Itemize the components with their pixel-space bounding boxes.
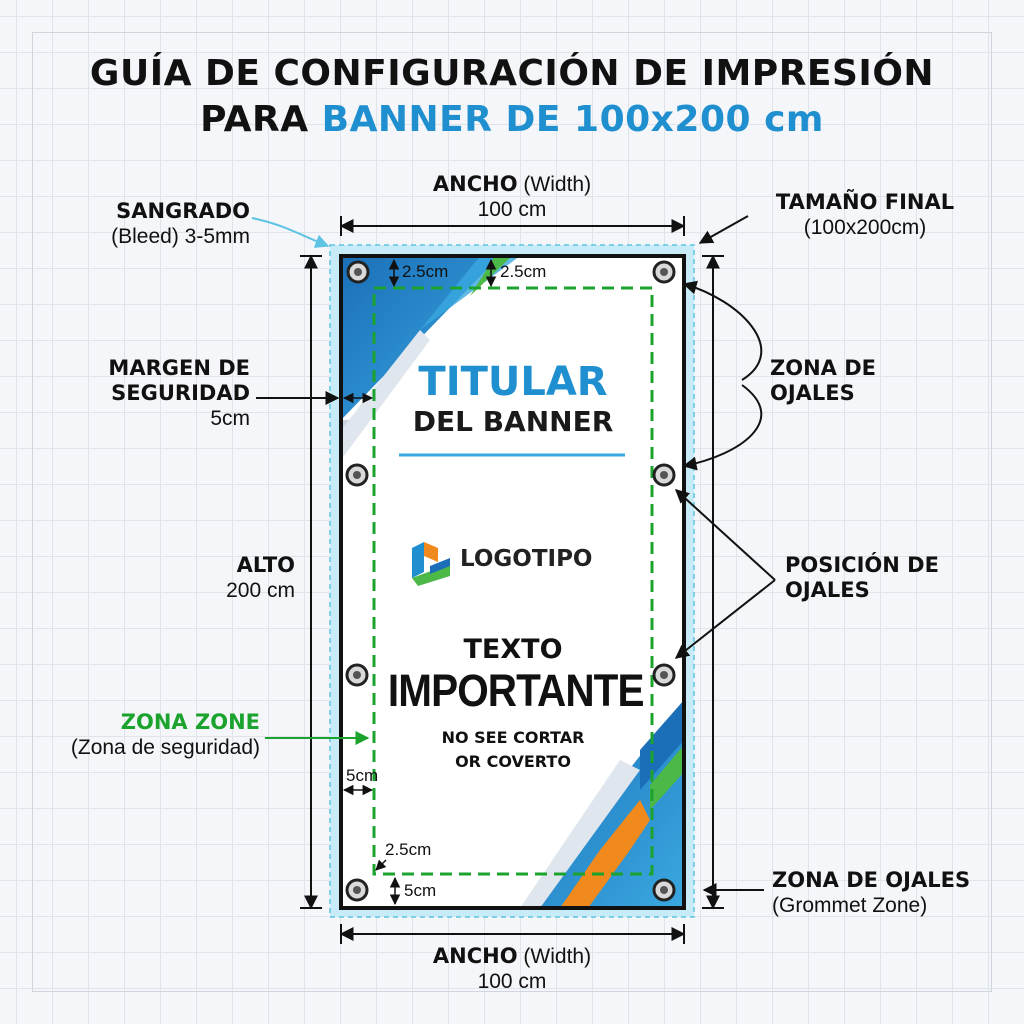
label-ancho-bottom: ANCHO (Width) 100 cm	[432, 944, 592, 994]
banner-headline-sub: DEL BANNER	[412, 405, 614, 438]
logo-icon	[412, 542, 450, 586]
label-sangrado: SANGRADO (Bleed) 3-5mm	[111, 199, 250, 249]
banner-decoration	[341, 256, 684, 908]
title-line2-prefix: PARA	[200, 99, 322, 140]
banner-border	[339, 254, 686, 910]
safe-zone	[372, 286, 654, 876]
measure-bottom-corner: 2.5cm	[385, 840, 432, 859]
banner-logo-text: LOGOTIPO	[460, 546, 593, 572]
measure-top-left: 2.5cm	[402, 262, 449, 281]
label-zona-ojales: ZONA DE OJALES	[770, 356, 876, 406]
leader-lines	[256, 215, 776, 897]
measure-bottom-margin: 5cm	[404, 881, 437, 900]
dimension-lines	[300, 216, 724, 944]
measure-top-right: 2.5cm	[500, 262, 547, 281]
diagram-frame	[32, 32, 992, 992]
banner-text-3: NO SEE CORTAR	[441, 728, 585, 747]
page-subtitle: PARA BANNER DE 100x200 cm	[0, 102, 1024, 138]
grommets	[345, 260, 676, 902]
label-posicion-ojales: POSICIÓN DE OJALES	[785, 553, 939, 603]
label-margen-seguridad: MARGEN DE SEGURIDAD 5cm	[108, 356, 250, 431]
label-alto: ALTO 200 cm	[226, 553, 295, 603]
measure-left-margin: 5cm	[346, 766, 379, 785]
banner-text-1: TEXTO	[463, 634, 563, 665]
page-title: GUÍA DE CONFIGURACIÓN DE IMPRESIÓN	[0, 56, 1024, 92]
title-line1: GUÍA DE CONFIGURACIÓN DE IMPRESIÓN	[89, 53, 935, 94]
banner-headline: TITULAR	[418, 359, 608, 405]
label-ancho-top: ANCHO (Width) 100 cm	[432, 172, 592, 222]
bleed-leader	[251, 217, 330, 248]
banner-text-4: OR COVERTO	[455, 752, 571, 771]
label-zona-zone: ZONA ZONE (Zona de seguridad)	[70, 710, 260, 760]
label-zona-ojales-bottom: ZONA DE OJALES (Grommet Zone)	[772, 868, 971, 918]
banner-text-2: IMPORTANTE	[387, 665, 645, 716]
title-line2-accent: BANNER DE 100x200 cm	[321, 99, 824, 140]
label-tamano-final: TAMAÑO FINAL (100x200cm)	[775, 190, 955, 240]
